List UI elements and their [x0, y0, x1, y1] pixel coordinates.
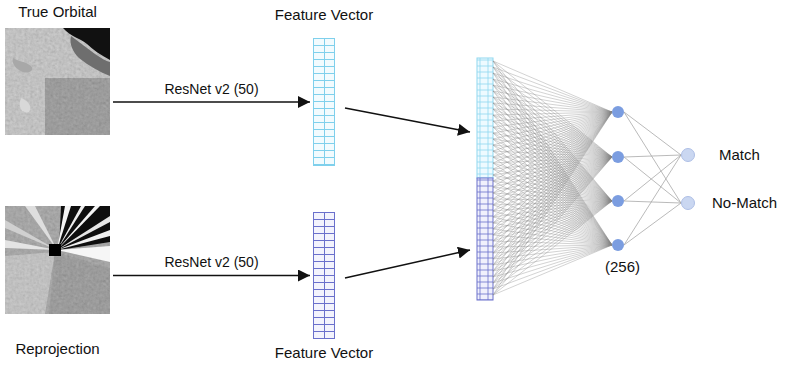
connection-line	[493, 245, 612, 283]
concat-vector	[477, 178, 493, 300]
image-panel: True Orbital	[5, 28, 110, 135]
connection-line	[493, 103, 612, 157]
connection-line	[493, 61, 612, 245]
connection-line	[493, 112, 612, 175]
resnet-arrow	[113, 101, 310, 103]
connection-line	[493, 201, 612, 241]
output-neuron: Match	[681, 148, 695, 162]
connection-line	[493, 112, 612, 199]
hidden-neurons	[612, 106, 624, 251]
connection-line	[493, 151, 612, 157]
connection-line	[493, 245, 612, 277]
connection-line	[493, 112, 612, 205]
connection-line	[493, 151, 612, 245]
connection-line	[493, 79, 612, 112]
connection-line	[493, 157, 612, 241]
node-label: Match	[719, 146, 760, 163]
concat-arrow	[345, 108, 470, 132]
connection-line	[493, 85, 612, 112]
connection-line	[493, 112, 612, 217]
connection-line	[493, 157, 612, 158]
connection-line	[493, 112, 612, 157]
connection-line	[493, 67, 612, 245]
connection-line	[493, 157, 612, 163]
connection-line	[493, 103, 612, 112]
connection-line	[493, 187, 612, 245]
connection-line	[493, 201, 612, 259]
connection-line	[493, 201, 612, 295]
connection-line	[493, 133, 612, 245]
node-label: Feature Vector	[275, 6, 373, 23]
connection-line	[493, 112, 612, 295]
connection-line	[493, 67, 612, 112]
node-label: Reprojection	[15, 340, 99, 357]
connection-line	[493, 112, 612, 259]
edge-label: ResNet v2 (50)	[162, 81, 260, 97]
image-panel: Reprojection	[5, 206, 110, 314]
connection-line	[493, 201, 612, 271]
connection-line	[493, 112, 612, 289]
output-neuron: No-Match	[681, 196, 695, 210]
connection-line	[493, 157, 612, 253]
connection-line	[493, 201, 612, 283]
connection-line	[493, 157, 612, 283]
connection-line	[493, 245, 612, 289]
connection-line	[493, 241, 612, 245]
feature-vector: Feature Vector	[313, 212, 335, 339]
node-label: No-Match	[712, 194, 777, 211]
connection-line	[493, 157, 612, 211]
connection-line	[493, 61, 612, 112]
connection-line	[493, 157, 612, 289]
connection-line	[493, 139, 612, 245]
concat-vector	[477, 58, 493, 178]
connection-line	[493, 85, 612, 201]
connection-line	[493, 91, 612, 245]
connection-line	[493, 201, 612, 265]
feature-vector: Feature Vector	[313, 38, 335, 166]
connection-line	[493, 245, 612, 295]
connection-line	[493, 139, 612, 157]
output-connections	[624, 112, 681, 245]
edge-label: ResNet v2 (50)	[162, 254, 260, 270]
connection-line	[493, 85, 612, 245]
orbital-image	[5, 28, 110, 135]
resnet-arrow	[113, 275, 310, 277]
layer-size: (256)	[605, 258, 640, 275]
connection-line	[493, 157, 612, 259]
connection-line	[493, 109, 612, 112]
connection-line	[493, 157, 612, 247]
connection-line	[493, 112, 612, 253]
node-label: True Orbital	[18, 3, 97, 20]
concat-arrow	[345, 250, 470, 278]
node-label: Feature Vector	[275, 344, 373, 361]
connection-line	[493, 201, 612, 277]
connection-line	[493, 97, 612, 112]
connection-line	[493, 91, 612, 112]
connection-line	[493, 91, 612, 201]
connection-line	[493, 112, 612, 283]
reprojection-image	[5, 206, 110, 314]
connection-line	[493, 73, 612, 245]
connection-line	[493, 112, 612, 271]
connection-line	[493, 201, 612, 289]
connection-line	[493, 157, 612, 277]
connection-line	[493, 157, 612, 295]
